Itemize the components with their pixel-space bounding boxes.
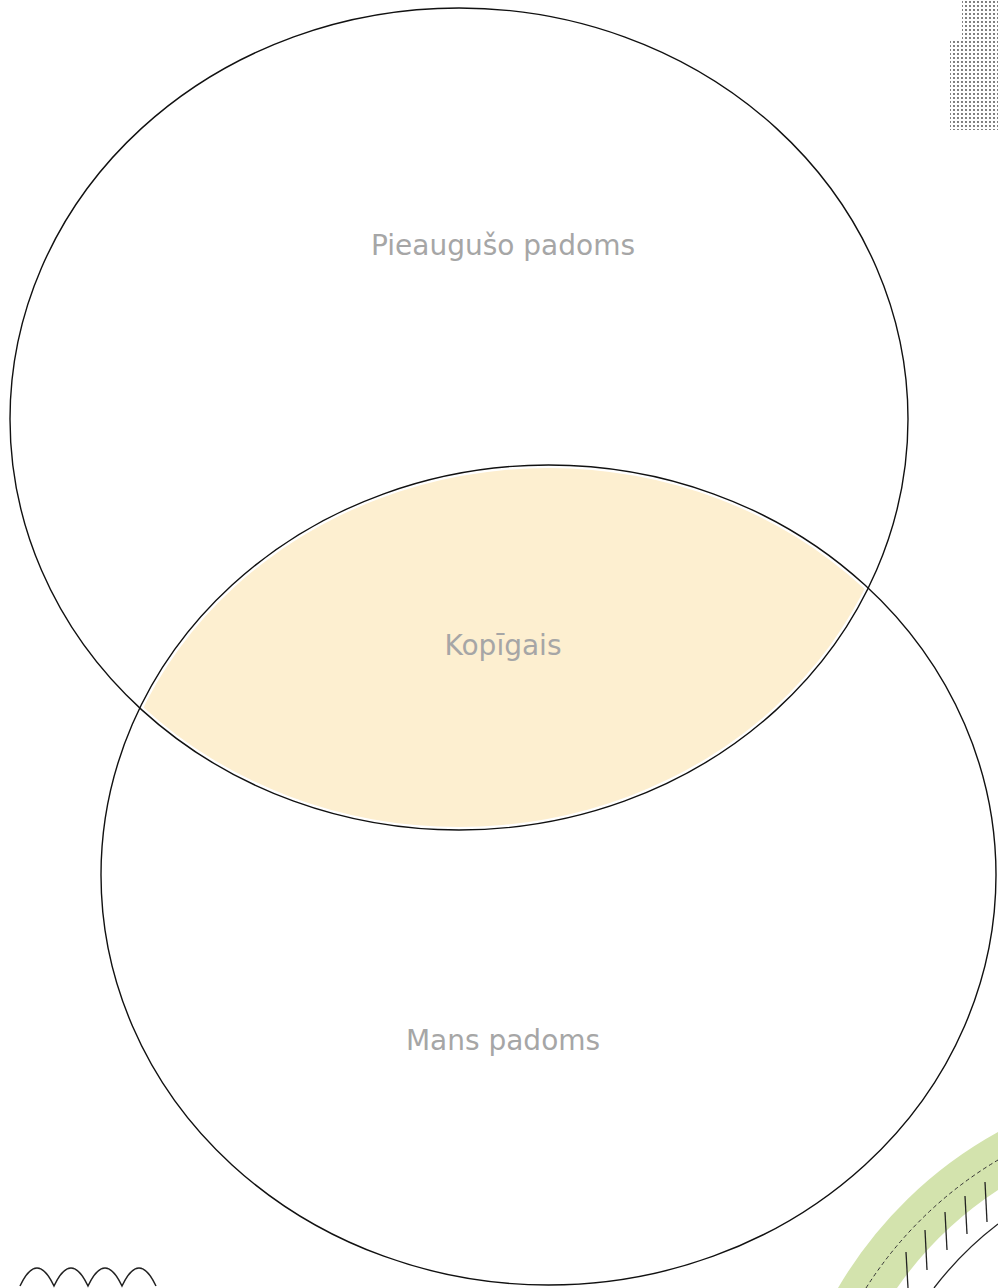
overlap-region: Kopīgais bbox=[101, 465, 908, 830]
arc-line bbox=[934, 1224, 998, 1288]
label-holder: Pieaugušo padoms bbox=[371, 229, 635, 262]
circle-label: Mans padoms bbox=[406, 1024, 600, 1057]
hatch-lines bbox=[906, 1182, 987, 1288]
label-holder: Kopīgais bbox=[445, 629, 562, 662]
circle-outline bbox=[101, 465, 996, 1285]
lens-fill bbox=[13, 11, 905, 827]
dot-grid bbox=[962, 0, 998, 40]
label-holder: Mans padoms bbox=[406, 1024, 600, 1057]
my-circle: Mans padoms bbox=[101, 465, 996, 1285]
dashed-arc bbox=[866, 1160, 998, 1288]
ellipse-outline bbox=[101, 465, 996, 1285]
dot-grid bbox=[950, 40, 998, 130]
green-arc bbox=[838, 1132, 998, 1288]
circle-label: Kopīgais bbox=[445, 629, 562, 662]
squiggle bbox=[20, 1268, 156, 1286]
ellipse-outline bbox=[10, 8, 908, 830]
circle-label: Pieaugušo padoms bbox=[371, 229, 635, 262]
